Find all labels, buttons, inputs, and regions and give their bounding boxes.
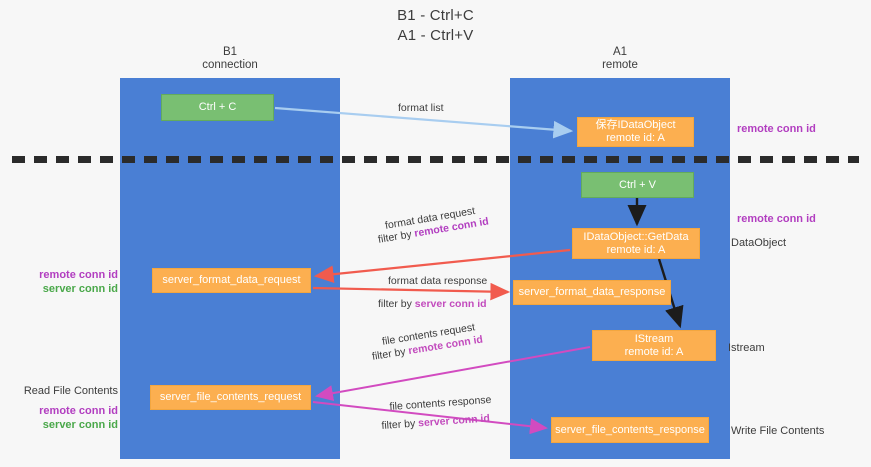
box-istream-line1: IStream	[634, 332, 674, 345]
annotation-read-file-contents: Read File Contents	[23, 385, 118, 397]
box-save-idataobject[interactable]: 保存IDataObject remote id: A	[577, 117, 694, 147]
filter-prefix-3: filter by	[371, 345, 410, 363]
box-ctrl-c-label: Ctrl + C	[198, 101, 237, 113]
lane-header-a1-name: A1	[612, 46, 628, 58]
box-server-format-data-response[interactable]: server_format_data_response	[513, 280, 671, 305]
phase-divider	[12, 156, 859, 163]
box-server-format-data-response-label: server_format_data_response	[518, 286, 666, 298]
lane-header-b1: B1 connection	[120, 46, 340, 72]
filter-key-2: server conn id	[414, 298, 487, 310]
arrow-label-file-contents-response-filter: filter by server conn id	[381, 411, 490, 433]
filter-prefix-1: filter by	[377, 227, 416, 246]
annotation-istream: Istream	[728, 342, 765, 354]
box-idataobject-getdata-line2: remote id: A	[606, 243, 666, 256]
annotation-left-remote-conn-id-bottom: remote conn id	[39, 405, 118, 417]
filter-prefix-4: filter by	[381, 417, 419, 432]
annotation-dataobject: DataObject	[731, 237, 787, 249]
annotation-left-remote-conn-id-mid: remote conn id	[39, 269, 118, 281]
box-server-format-data-request-label: server_format_data_request	[162, 274, 301, 286]
annotation-left-read-block: Read File Contents remote conn id server…	[14, 384, 118, 432]
arrow-label-format-list: format list	[398, 102, 444, 114]
lane-header-a1-role: remote	[602, 59, 638, 71]
box-ctrl-v[interactable]: Ctrl + V	[581, 172, 694, 198]
annotation-write-file-contents: Write File Contents	[731, 425, 825, 437]
filter-prefix-2: filter by	[378, 298, 415, 310]
annotation-left-server-conn-id-bottom: server conn id	[42, 419, 118, 431]
box-ctrl-c[interactable]: Ctrl + C	[161, 94, 274, 121]
annotation-remote-conn-id-top: remote conn id	[737, 123, 816, 135]
box-idataobject-getdata[interactable]: IDataObject::GetData remote id: A	[572, 228, 700, 259]
annotation-left-conn-ids-mid: remote conn id server conn id	[22, 268, 118, 296]
annotation-left-server-conn-id-mid: server conn id	[42, 283, 118, 295]
box-server-file-contents-request-label: server_file_contents_request	[159, 391, 302, 403]
box-istream-line2: remote id: A	[624, 345, 684, 358]
box-server-file-contents-response-label: server_file_contents_response	[555, 423, 705, 436]
lane-header-b1-role: connection	[202, 59, 258, 71]
filter-key-4: server conn id	[417, 412, 491, 430]
box-save-idataobject-line1: 保存IDataObject	[595, 119, 676, 131]
annotation-remote-conn-id-mid: remote conn id	[737, 213, 816, 225]
arrow-label-format-data-response: format data response	[388, 275, 488, 287]
lane-header-b1-name: B1	[222, 46, 238, 58]
box-istream[interactable]: IStream remote id: A	[592, 330, 716, 361]
box-server-file-contents-request[interactable]: server_file_contents_request	[150, 385, 311, 410]
box-idataobject-getdata-line1: IDataObject::GetData	[583, 230, 689, 243]
page-title: B1 - Ctrl+C A1 - Ctrl+V	[0, 6, 871, 46]
arrow-format-data-response	[312, 282, 511, 301]
arrow-label-file-contents-response: file contents response	[389, 393, 492, 413]
box-server-format-data-request[interactable]: server_format_data_request	[152, 268, 311, 293]
box-save-idataobject-line2: remote id: A	[606, 132, 665, 144]
box-server-file-contents-response[interactable]: server_file_contents_response	[551, 417, 709, 443]
title-line-2: A1 - Ctrl+V	[397, 27, 474, 44]
box-ctrl-v-label: Ctrl + V	[619, 178, 656, 191]
title-line-1: B1 - Ctrl+C	[397, 7, 474, 24]
lane-header-a1: A1 remote	[510, 46, 730, 72]
arrow-label-format-data-response-filter: filter by server conn id	[378, 297, 487, 311]
